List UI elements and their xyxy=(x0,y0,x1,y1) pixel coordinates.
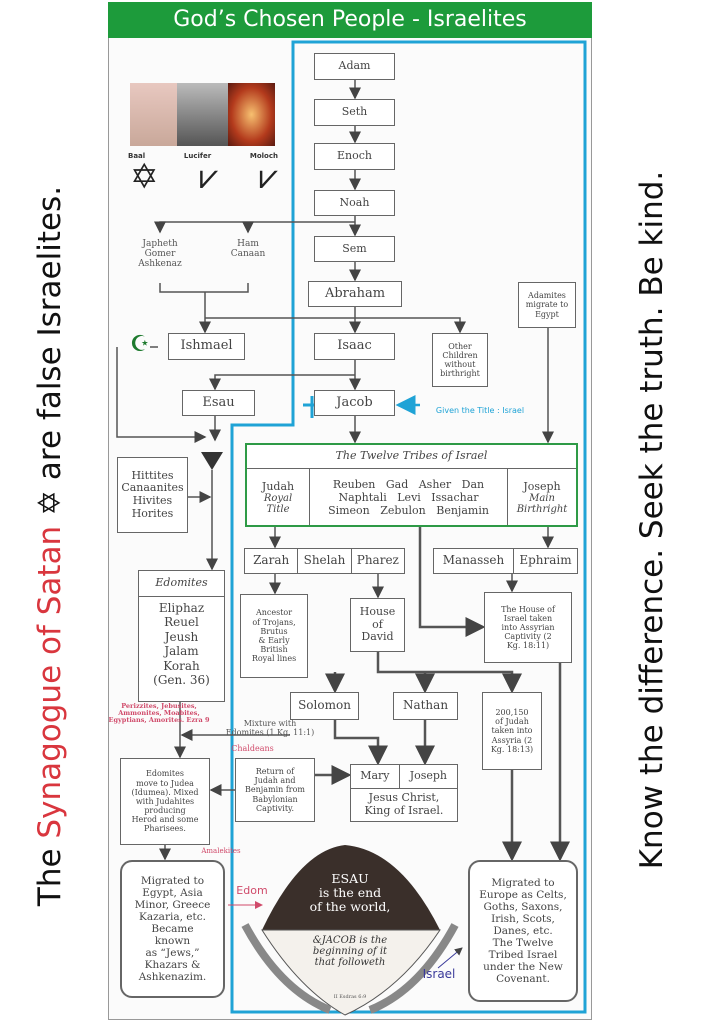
node-manasseh: Manasseh xyxy=(434,549,514,573)
japheth-text: Japheth Gomer Ashkenaz xyxy=(138,239,182,269)
occult-symbols: ✡ ⩗ ⩗ xyxy=(130,160,278,194)
lucifer-image xyxy=(176,83,229,146)
node-sem: Sem xyxy=(314,236,395,262)
edomites-header: Edomites xyxy=(139,571,224,597)
node-ancestor: Ancestor of Trojans, Brutus & Early Brit… xyxy=(240,594,308,678)
given-title-label: Given the Title : Israel xyxy=(435,406,525,415)
node-mary: Mary xyxy=(351,765,400,788)
page-title: God’s Chosen People - Israelites xyxy=(108,2,592,38)
tribes-line: Naphtali Levi Issachar xyxy=(338,490,479,504)
crescent-star-icon: ☪ xyxy=(130,332,150,357)
baal-image xyxy=(130,83,177,146)
joseph-label: Joseph xyxy=(523,479,561,493)
label-moloch: Moloch xyxy=(249,152,278,160)
edomites-box: Edomites Eliphaz Reuel Jeush Jalam Korah… xyxy=(138,570,225,702)
idol-labels: Baal Lucifer Moloch xyxy=(128,152,278,160)
inverted-triangle-icon xyxy=(201,452,223,470)
node-joseph: Joseph xyxy=(409,769,448,783)
node-migrated-jews: Migrated to Egypt, Asia Minor, Greece Ka… xyxy=(120,860,225,998)
node-edomites-move: Edomites move to Judea (Idumea). Mixed w… xyxy=(120,758,210,845)
esau-emblem-ref: II Esdras 6:9 xyxy=(333,994,367,1000)
label-baal: Baal xyxy=(128,152,146,160)
node-house-david: House of David xyxy=(350,598,405,652)
node-pharez: Pharez xyxy=(356,553,399,568)
esau-emblem-bottom: &JACOB is the beginning of it that follo… xyxy=(312,935,388,968)
label-lucifer: Lucifer xyxy=(183,152,212,160)
edomites-names: Eliphaz Reuel Jeush Jalam Korah (Gen. 36… xyxy=(153,601,210,687)
node-enoch: Enoch xyxy=(314,143,395,170)
node-ishmael: Ishmael xyxy=(168,333,245,360)
judah-label: Judah xyxy=(261,479,295,493)
tribes-line: Simeon Zebulon Benjamin xyxy=(328,503,489,517)
blue-frame xyxy=(230,40,587,1014)
node-return: Return of Judah and Benjamin from Babylo… xyxy=(235,758,315,822)
joseph-subtitle: Main Birthright xyxy=(516,492,568,515)
node-house-israel: The House of Israel taken into Assyrian … xyxy=(484,592,572,663)
node-nathan: Nathan xyxy=(393,692,458,720)
node-noah: Noah xyxy=(314,190,395,216)
tribes-header: The Twelve Tribes of Israel xyxy=(247,445,576,469)
parents-row: Mary Joseph xyxy=(351,765,457,789)
peoples-text: Perizzites, Jebusites, Ammonites, Moabit… xyxy=(108,702,210,725)
node-seth: Seth xyxy=(314,99,395,126)
node-abraham: Abraham xyxy=(308,281,402,307)
node-jacob: Jacob xyxy=(314,390,395,416)
node-isaac: Isaac xyxy=(314,333,395,360)
esau-emblem-top: ESAU is the end of the world, xyxy=(309,871,391,914)
esau-emblem-graphic xyxy=(241,845,459,1016)
ham-text: Ham Canaan xyxy=(230,239,266,259)
node-hittites: Hittites Canaanites Hivites Horites xyxy=(117,457,188,533)
idol-images xyxy=(130,83,276,146)
tribes-line: Reuben Gad Asher Dan xyxy=(332,477,485,491)
mixture-text: Mixture with Edomites (1 Kg. 11:1) xyxy=(225,719,315,737)
israel-label: Israel xyxy=(422,967,456,981)
joseph-sons: Manasseh Ephraim xyxy=(433,548,578,574)
node-migrated-europe: Migrated to Europe as Celts, Goths, Saxo… xyxy=(468,860,578,1002)
node-solomon: Solomon xyxy=(290,692,359,720)
star-of-david-icon: ✡ xyxy=(130,157,159,197)
compass-icon: ⩗ xyxy=(199,157,219,197)
node-ephraim: Ephraim xyxy=(519,553,572,568)
edom-label: Edom xyxy=(236,884,268,897)
amalekites-text: Amalekites xyxy=(201,847,241,855)
chaldeans-text: Chaldeans xyxy=(231,744,274,753)
node-esau: Esau xyxy=(182,390,255,416)
node-jesus: Jesus Christ, King of Israel. xyxy=(364,791,444,817)
moloch-image xyxy=(228,83,276,146)
node-other-children: Other Children without birthright xyxy=(432,333,488,387)
node-jesus-parents: Mary Joseph Jesus Christ, King of Israel. xyxy=(350,764,458,822)
node-judah-captive: 200,150 of Judah taken into Assyria (2 K… xyxy=(482,692,542,770)
node-zarah: Zarah xyxy=(245,549,299,573)
masonic-icon: ⩗ xyxy=(258,157,278,197)
node-shelah: Shelah xyxy=(298,549,352,573)
node-adam: Adam xyxy=(314,53,395,80)
node-adamites: Adamites migrate to Egypt xyxy=(518,282,576,328)
judah-subtitle: Royal Title xyxy=(263,492,293,515)
